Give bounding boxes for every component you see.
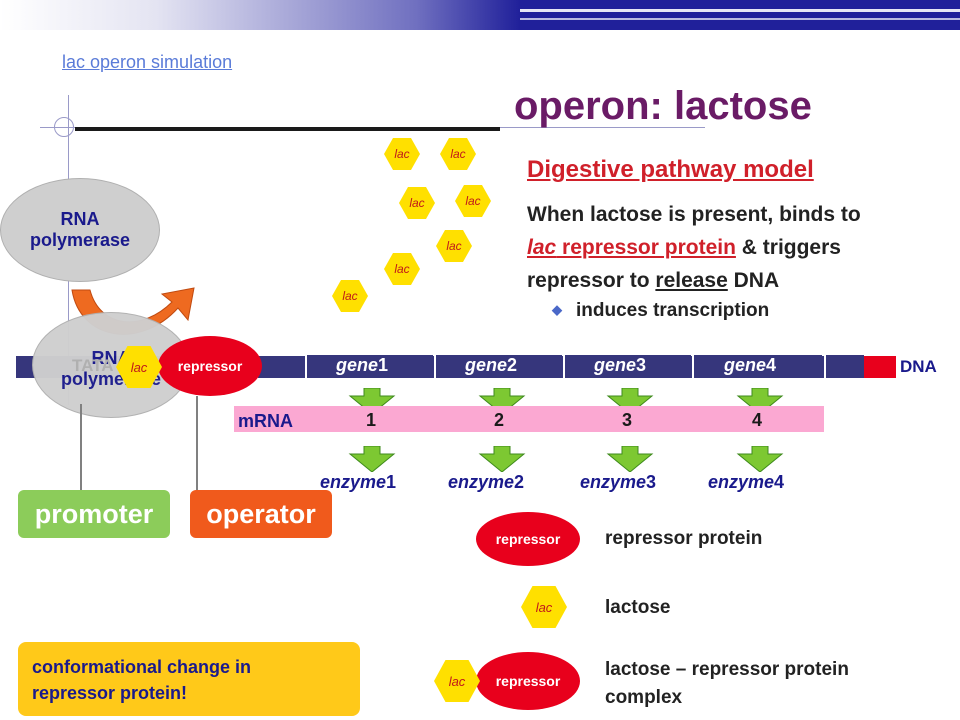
body-dna: DNA bbox=[727, 269, 780, 292]
down-arrow-icon bbox=[606, 446, 654, 472]
body-repressor-protein: repressor protein bbox=[556, 236, 736, 259]
tata-box: TATA bbox=[72, 356, 114, 375]
body-triggers: & triggers bbox=[735, 236, 841, 259]
enzyme-label: enzyme2 bbox=[448, 472, 525, 492]
gene-box bbox=[434, 353, 562, 378]
lactose-hexagon: lac bbox=[399, 187, 435, 219]
gene-label: gene4 bbox=[724, 355, 777, 375]
lactose-hexagon: lac bbox=[436, 230, 472, 262]
gene-box bbox=[305, 353, 433, 378]
mrna-number: 1 bbox=[366, 410, 377, 430]
lactose-hexagon: lac bbox=[384, 138, 420, 170]
top-banner bbox=[0, 0, 960, 30]
bullet-text: induces transcription bbox=[576, 300, 770, 321]
gene-box bbox=[692, 353, 822, 378]
down-arrow-icon bbox=[478, 388, 526, 414]
gene-label: gene2 bbox=[465, 355, 518, 375]
lactose-hexagon: lac bbox=[384, 253, 420, 285]
mrna-number: 2 bbox=[494, 410, 505, 430]
down-arrow-icon bbox=[478, 446, 526, 472]
legend-complex-text: lactose – repressor protein complex bbox=[605, 659, 849, 708]
enzyme-label: enzyme3 bbox=[580, 472, 657, 492]
callout-line-1: conformational change in bbox=[32, 657, 252, 677]
mrna-number: 3 bbox=[622, 410, 633, 430]
repressor-on-dna: repressor bbox=[158, 336, 262, 396]
legend-lactose-text: lactose bbox=[605, 597, 671, 618]
body-release: release bbox=[655, 269, 728, 292]
mrna-number: 4 bbox=[752, 410, 763, 430]
callout-box: conformational change in repressor prote… bbox=[18, 642, 360, 716]
down-arrow-icon bbox=[348, 446, 396, 472]
gene-label: gene1 bbox=[336, 355, 389, 375]
body-lac-word: lac bbox=[527, 236, 557, 259]
enzyme-label: enzyme1 bbox=[320, 472, 397, 492]
simulation-link[interactable]: lac operon simulation bbox=[62, 52, 233, 72]
down-arrow-icon bbox=[736, 388, 784, 414]
down-arrow-icon bbox=[348, 388, 396, 414]
body-line-1: When lactose is present, binds to bbox=[527, 203, 861, 226]
dna-label: DNA bbox=[896, 356, 954, 378]
crosshair-icon bbox=[54, 117, 74, 137]
operator-label: operator bbox=[190, 490, 332, 538]
diamond-bullet-icon: ◆ bbox=[552, 302, 562, 317]
gene-box bbox=[563, 353, 691, 378]
lactose-hexagon: lac bbox=[332, 280, 368, 312]
gene-box bbox=[824, 353, 864, 378]
down-arrow-icon bbox=[606, 388, 654, 414]
operator-pointer-line bbox=[196, 396, 198, 490]
gene-label: gene3 bbox=[594, 355, 647, 375]
mrna-label: mRNA bbox=[238, 411, 294, 431]
page-title: operon: lactose bbox=[514, 84, 812, 128]
down-arrow-icon bbox=[736, 446, 784, 472]
promoter-label: promoter bbox=[18, 490, 170, 538]
legend-repressor-icon: repressor bbox=[476, 512, 580, 566]
legend-lactose-icon: lac bbox=[521, 586, 567, 628]
lactose-hexagon: lac bbox=[455, 185, 491, 217]
promoter-pointer-line bbox=[80, 404, 82, 490]
terminator-marker bbox=[864, 356, 896, 378]
lactose-hexagon: lac bbox=[440, 138, 476, 170]
mrna-strand bbox=[234, 406, 824, 432]
body-line-3: repressor to release DNA bbox=[527, 264, 957, 297]
legend-repressor-text: repressor protein bbox=[605, 528, 763, 549]
legend-complex-lactose-icon: lac bbox=[434, 660, 480, 702]
legend-complex-repressor-icon: repressor bbox=[476, 652, 580, 710]
enzyme-label: enzyme4 bbox=[708, 472, 785, 492]
body-repressor-to: repressor to bbox=[527, 269, 656, 292]
body-text: When lactose is present, binds to lac re… bbox=[527, 198, 957, 297]
title-blank-underline bbox=[75, 127, 500, 131]
subtitle: Digestive pathway model bbox=[527, 156, 814, 183]
body-line-2: lac repressor protein & triggers bbox=[527, 231, 957, 264]
callout-line-2: repressor protein! bbox=[32, 683, 188, 703]
bullet-item: ◆ induces transcription bbox=[552, 300, 769, 322]
